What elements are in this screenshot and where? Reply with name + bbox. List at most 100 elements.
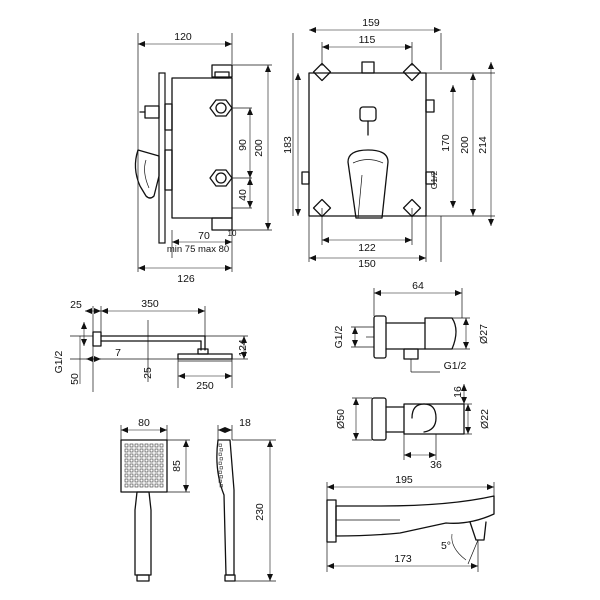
dim-115: 115 xyxy=(359,34,376,46)
nozzle xyxy=(139,468,144,473)
nozzle xyxy=(134,478,139,483)
dim-250: 250 xyxy=(196,380,214,392)
nozzle xyxy=(154,468,159,473)
valve-top-nut xyxy=(214,71,230,79)
nozzle xyxy=(134,483,139,488)
spout-angle-line xyxy=(467,539,479,565)
nozzle xyxy=(159,458,164,463)
nozzle xyxy=(144,458,149,463)
nozzle xyxy=(139,458,144,463)
nozzle xyxy=(124,473,129,478)
valve-wall-plate xyxy=(158,72,166,244)
arm-flange xyxy=(92,331,102,347)
hand-shower-view: 80 85 xyxy=(120,417,190,582)
nozzle xyxy=(154,443,159,448)
dim-22: Ø22 xyxy=(479,409,491,429)
nozzle xyxy=(159,478,164,483)
nozzle xyxy=(154,453,159,458)
lug-bottom-left xyxy=(312,198,332,218)
dim-230: 230 xyxy=(254,503,266,521)
front-lever-facet xyxy=(357,174,363,219)
front-thread-label: G1/2 xyxy=(429,171,439,190)
nozzle xyxy=(154,478,159,483)
nozzle xyxy=(154,463,159,468)
nozzle xyxy=(144,483,149,488)
mixer-lever-edge xyxy=(144,159,150,189)
nozzle xyxy=(144,463,149,468)
nozzle xyxy=(124,468,129,473)
nozzle xyxy=(139,483,144,488)
nozzle xyxy=(129,483,134,488)
shower-arm-view: 25 350 G1/2 50 7 25 124 250 xyxy=(53,298,249,392)
dim-150: 150 xyxy=(358,258,376,270)
lug-bottom-right xyxy=(402,198,422,218)
dim-70: 70 xyxy=(198,230,210,242)
profile-nozzle xyxy=(218,470,222,474)
profile-nozzle xyxy=(219,448,223,452)
nozzle xyxy=(129,443,134,448)
nozzle xyxy=(139,473,144,478)
nozzle xyxy=(144,473,149,478)
dim-min-max: min 75 max 80 xyxy=(167,244,229,255)
dim-7: 7 xyxy=(115,347,121,359)
dim-159: 159 xyxy=(362,17,380,29)
dim-183: 183 xyxy=(282,136,294,154)
profile-nozzle xyxy=(219,466,223,470)
nozzle xyxy=(144,478,149,483)
nozzle xyxy=(129,463,134,468)
profile-nozzle xyxy=(219,475,223,479)
profile-nozzle xyxy=(218,452,222,456)
nozzle xyxy=(134,463,139,468)
nozzle xyxy=(134,468,139,473)
nozzle xyxy=(149,478,154,483)
nozzle xyxy=(159,483,164,488)
nozzle xyxy=(144,468,149,473)
elbow-thread-out: G1/2 xyxy=(444,360,467,372)
valve-body xyxy=(171,77,233,219)
arm-thread: G1/2 xyxy=(53,350,65,373)
dim-40: 40 xyxy=(237,189,249,201)
dim-350: 350 xyxy=(141,298,159,310)
holder-ring xyxy=(411,403,437,433)
nozzle xyxy=(134,443,139,448)
nozzle xyxy=(124,463,129,468)
nozzle xyxy=(139,453,144,458)
profile-nozzle xyxy=(218,443,222,447)
arm-ball-joint xyxy=(197,348,209,355)
dim-50-holder: Ø50 xyxy=(335,409,347,429)
profile-nozzle xyxy=(219,484,223,488)
nozzle xyxy=(159,463,164,468)
elbow-flange xyxy=(373,315,387,359)
diverter-knob xyxy=(144,105,160,119)
valve-plate xyxy=(308,72,427,217)
elbow-head xyxy=(424,317,457,350)
dim-85: 85 xyxy=(171,460,183,472)
valve-upper-port xyxy=(215,102,227,114)
nozzle xyxy=(144,448,149,453)
valve-lower-port xyxy=(215,172,227,184)
dim-122: 122 xyxy=(358,242,376,254)
profile-nozzle xyxy=(218,479,222,483)
nozzle xyxy=(149,463,154,468)
nozzle xyxy=(159,443,164,448)
hand-shower-connector xyxy=(136,574,150,582)
dim-27: Ø27 xyxy=(478,324,490,344)
front-right-outlet-2 xyxy=(425,171,435,185)
nozzle xyxy=(149,448,154,453)
nozzle xyxy=(149,483,154,488)
nozzle xyxy=(124,478,129,483)
spout-body xyxy=(335,495,495,537)
nozzle xyxy=(154,473,159,478)
nozzle xyxy=(129,478,134,483)
dim-173: 173 xyxy=(394,553,412,565)
hs-profile-body xyxy=(216,439,235,576)
arm-drop xyxy=(200,335,206,351)
dim-36: 36 xyxy=(430,459,442,471)
dim-90: 90 xyxy=(237,139,249,151)
spout-view: 195 173 5° xyxy=(326,474,495,572)
dim-214: 214 xyxy=(477,136,489,154)
spout-angle: 5° xyxy=(441,540,451,552)
nozzle xyxy=(134,473,139,478)
nozzle xyxy=(159,453,164,458)
